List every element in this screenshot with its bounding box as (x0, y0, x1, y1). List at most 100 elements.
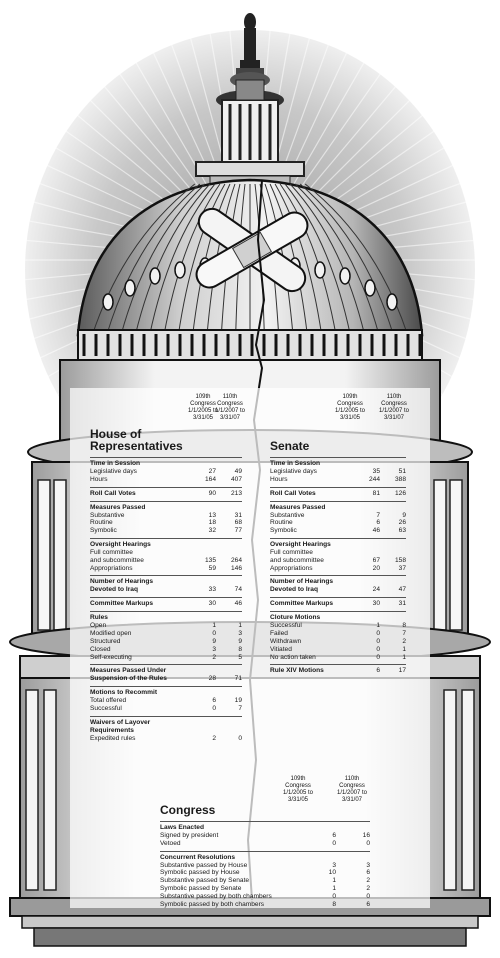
house-section-head: Requirements (90, 726, 134, 734)
senate-row-v1: 244 (368, 475, 380, 483)
house-value-v1: 90 (208, 489, 216, 497)
dome-rib (269, 183, 308, 336)
dome-rib (299, 183, 394, 336)
dome-window (339, 267, 351, 285)
house-row-v2: 77 (234, 527, 242, 535)
congress-row-label: Substantive passed by House (160, 861, 248, 869)
dome-rib (274, 183, 323, 336)
house-row-v2: 146 (230, 564, 242, 572)
house-section-head: Devoted to Iraq (90, 586, 138, 594)
dome-window (102, 293, 114, 311)
house-row-label: Open (90, 622, 107, 630)
dome-rib (192, 183, 231, 336)
dome-rib (91, 183, 196, 336)
congress-row-label: Symbolic passed by Senate (160, 884, 242, 892)
senate-value-v1: 6 (376, 667, 380, 675)
senate-value-v2: 31 (398, 600, 406, 608)
congress-row-v2: 0 (366, 892, 370, 900)
drum-column (37, 479, 51, 631)
congress-row-v1: 1 (332, 884, 336, 892)
senate-section-head: Committee Markups (270, 600, 334, 608)
dome-rib (264, 183, 294, 336)
house-section-head: Committee Markups (90, 600, 154, 608)
congress-row: Signed by president 6 16 (160, 832, 370, 840)
senate-row-label: Symbolic (270, 527, 297, 535)
senate-section-head: Oversight Hearings (270, 540, 331, 548)
dome-rib (289, 183, 366, 336)
house-row-label: Successful (90, 705, 122, 713)
congress-row-v2: 2 (366, 884, 370, 892)
dome-base-ring (77, 329, 423, 361)
house-section-head: Waivers of Layover (90, 718, 151, 726)
senate-row-v2 (380, 549, 406, 557)
congress-row-v2: 0 (366, 839, 370, 847)
congress-row-v2: 3 (366, 861, 370, 869)
senate-row-v2: 1 (402, 645, 406, 653)
senate-row-v2: 158 (394, 556, 406, 564)
house-row-v2: 68 (234, 519, 242, 527)
senate-value-v1: 30 (372, 600, 380, 608)
house-row-label: Appropriations (90, 564, 133, 572)
senate-row-v2: 7 (402, 630, 406, 638)
congress-row-label: Substantive passed by both chambers (160, 892, 272, 900)
senate-row-label: Routine (270, 519, 293, 527)
house-row-label: Structured (90, 637, 121, 645)
senate-row-label: No action taken (270, 653, 316, 661)
house-row-v2: 49 (234, 468, 242, 475)
house-section-head: Measures Passed Under (90, 667, 167, 675)
congress-row-v2: 6 (366, 900, 370, 908)
dome-rib (304, 183, 409, 336)
house-value-v1: 28 (208, 675, 216, 683)
dome-rib (163, 183, 221, 336)
house-row-label: Closed (90, 645, 111, 653)
congress-row-v2: 16 (362, 832, 370, 839)
congress-row-label: Signed by president (160, 832, 219, 839)
congress-row-v1: 10 (328, 869, 336, 877)
house-section-head: Rules (90, 614, 108, 622)
dome-window (386, 293, 398, 311)
senate-row-v2: 63 (398, 527, 406, 535)
senate-row-label: and subcommittee (270, 556, 324, 564)
lower-column (461, 689, 475, 891)
senate-row-v1: 6 (376, 519, 380, 527)
senate-row-label: Legislative days (270, 468, 317, 475)
dome-rib (284, 183, 351, 336)
house-row-v1: 18 (208, 519, 216, 527)
house-section-head: Time in Session (90, 460, 141, 467)
senate-section-head: Number of Hearings (270, 578, 334, 586)
dome-rib (149, 183, 216, 336)
senate-row-label: Failed (270, 630, 288, 638)
house-value-v1: 33 (208, 586, 216, 594)
lower-column (443, 689, 457, 891)
congress-row-v1: 6 (332, 832, 336, 839)
senate-value-v2: 47 (398, 586, 406, 594)
house-value-v2: 74 (234, 586, 242, 594)
house-row-label: Hours (90, 475, 108, 483)
